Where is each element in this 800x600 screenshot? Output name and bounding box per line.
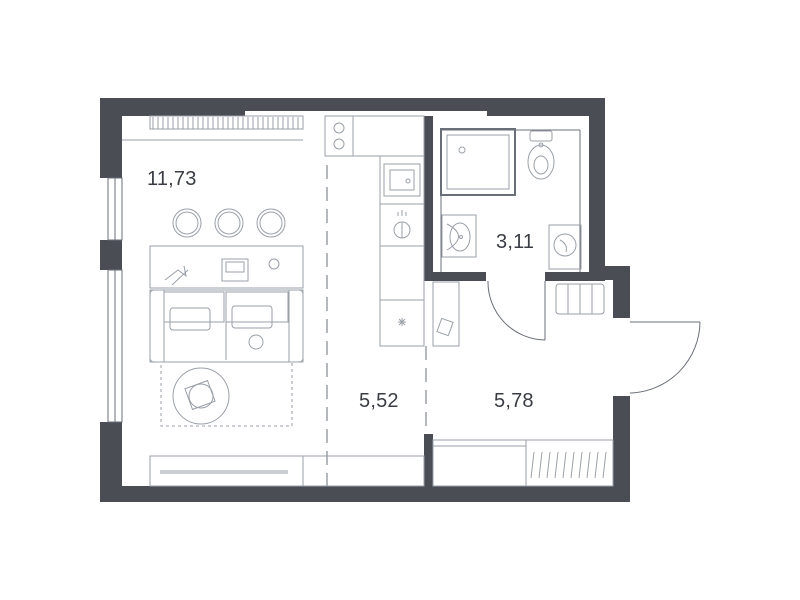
- living-room-area: 11,73: [147, 168, 197, 190]
- toilet-icon: [527, 130, 555, 180]
- entrance-door: [629, 321, 701, 394]
- tv-stand: [149, 455, 425, 487]
- window-left-lower: [107, 269, 123, 423]
- coffee-table: [172, 367, 230, 425]
- bath-partition: [440, 129, 581, 272]
- kitchen-counter: [324, 115, 425, 347]
- bar-stools: [172, 208, 286, 238]
- sofa: [149, 289, 304, 363]
- shower-tray: [440, 128, 516, 196]
- sink-icon: [383, 163, 421, 197]
- washbasin-icon: [441, 214, 477, 258]
- bathroom-area: 3,11: [496, 231, 535, 253]
- hall-chair: [555, 283, 605, 315]
- hall-bench: [432, 439, 527, 487]
- curtain: [122, 115, 304, 141]
- walls: [100, 98, 630, 502]
- bathroom-door: [487, 280, 546, 341]
- dishwasher-icon: [393, 210, 411, 239]
- hallway-area: 5,78: [494, 390, 534, 412]
- rug: [160, 361, 293, 427]
- kitchen-area: 5,52: [359, 390, 399, 412]
- window-left-upper: [107, 177, 123, 241]
- wardrobe: [525, 439, 614, 487]
- washing-machine-icon: [548, 224, 582, 270]
- fridge-icon: [398, 318, 406, 326]
- bar-counter: [149, 245, 304, 289]
- shoe-rack: [432, 281, 460, 347]
